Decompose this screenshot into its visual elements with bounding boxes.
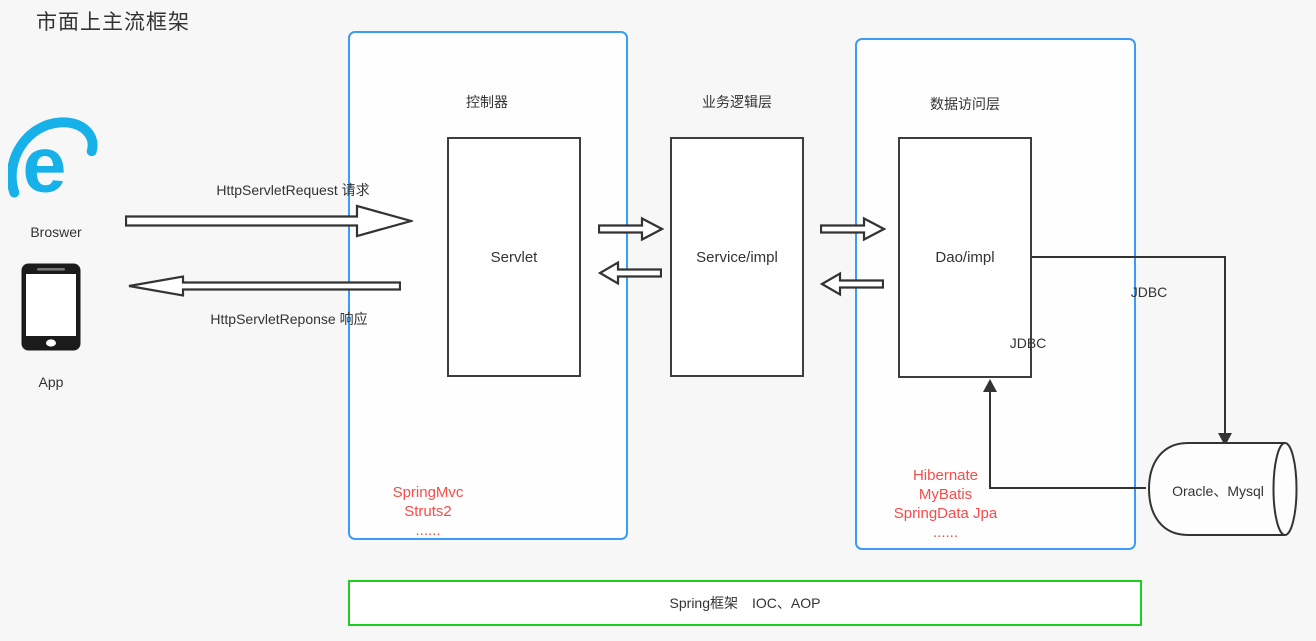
response-flow-label: HttpServletReponse 响应 <box>210 311 368 327</box>
framework-item: SpringMvc <box>392 484 464 501</box>
dao-box: Dao/impl <box>898 137 1032 378</box>
service-box-label: Service/impl <box>696 248 778 266</box>
browser-label: Broswer <box>30 224 82 240</box>
jdbc-outer-label: JDBC <box>1130 284 1168 300</box>
framework-item: Hibernate <box>912 467 979 484</box>
app-label: App <box>38 374 64 390</box>
dao-box-label: Dao/impl <box>935 249 995 266</box>
framework-item: Struts2 <box>404 503 452 520</box>
dao-to-service-arrow <box>820 271 884 297</box>
request-arrow <box>125 204 413 238</box>
spring-framework-label: Spring框架 IOC、AOP <box>669 595 821 611</box>
page-title: 市面上主流框架 <box>36 11 190 34</box>
framework-item: ...... <box>415 522 441 539</box>
servlet-box-label: Servlet <box>490 248 538 266</box>
servlet-box: Servlet <box>447 137 581 377</box>
response-arrow <box>128 275 401 297</box>
database-label: Oracle、Mysql <box>1172 483 1264 499</box>
service-to-dao-arrow <box>820 216 886 242</box>
database-cylinder-icon <box>1147 442 1298 536</box>
jdbc-inner-label: JDBC <box>1009 335 1047 351</box>
dao-layer-label: 数据访问层 <box>930 96 1000 112</box>
spring-framework-bar: Spring框架 IOC、AOP <box>348 580 1142 626</box>
service-layer-label: 业务逻辑层 <box>702 94 772 110</box>
servlet-to-service-arrow <box>598 216 664 242</box>
internet-explorer-icon: e <box>8 117 98 208</box>
controller-frameworks-list: SpringMvc Struts2 ...... <box>358 483 498 540</box>
framework-item: MyBatis <box>918 486 973 503</box>
framework-item: SpringData Jpa <box>893 505 998 522</box>
mobile-phone-icon <box>21 263 81 351</box>
request-flow-label: HttpServletRequest 请求 <box>216 182 370 198</box>
framework-item: ...... <box>932 524 958 541</box>
service-to-servlet-arrow <box>598 260 662 286</box>
dao-frameworks-list: Hibernate MyBatis SpringData Jpa ...... <box>873 466 1018 542</box>
controller-layer-label: 控制器 <box>466 94 508 110</box>
service-box: Service/impl <box>670 137 804 377</box>
